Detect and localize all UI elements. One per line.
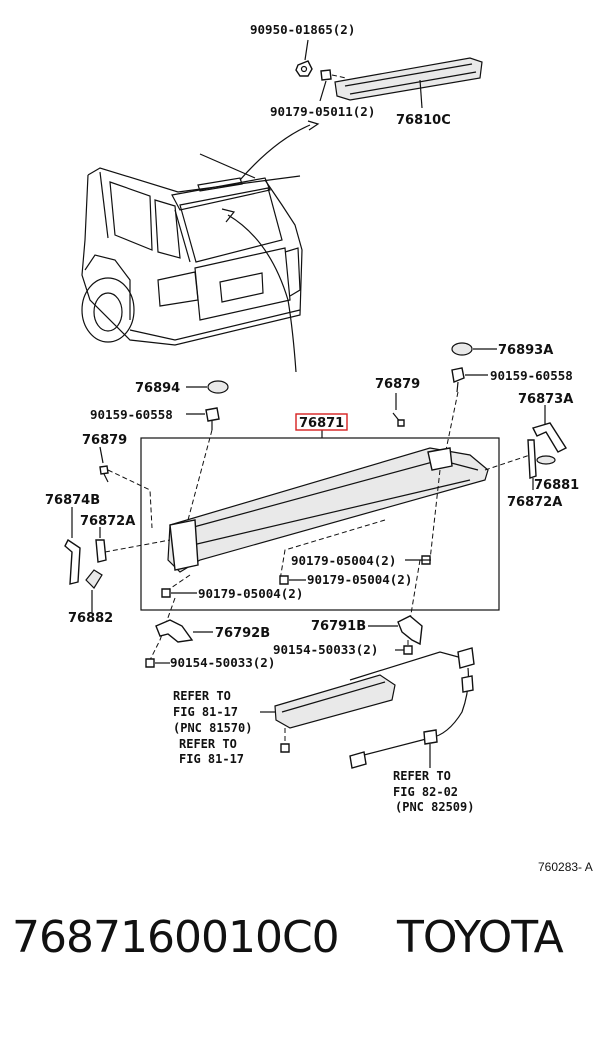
screw-stop-lamp xyxy=(280,743,290,753)
screw-76879-left xyxy=(99,465,109,483)
label-76874B: 76874B xyxy=(45,493,100,508)
cover-strip-76810C xyxy=(334,57,483,101)
clip-76874B xyxy=(64,538,81,585)
exploded-parts-diagram: 90950-01865(2) 90179-05011(2) 76810C 768… xyxy=(45,22,593,874)
svg-text:REFER TO: REFER TO xyxy=(173,689,231,703)
spoiler-76871 xyxy=(167,447,489,573)
label-76879-left: 76879 xyxy=(82,433,127,448)
svg-text:FIG 81-17: FIG 81-17 xyxy=(179,752,244,766)
nut-90950-01865 xyxy=(295,60,313,77)
label-90179-05004-a: 90179-05004(2) xyxy=(291,553,396,568)
clip-90179-05011 xyxy=(320,69,332,81)
label-76894: 76894 xyxy=(135,381,180,396)
clip-90179-05004-b xyxy=(279,575,289,585)
clip-90179-05004-c xyxy=(161,588,171,598)
label-90179-05011: 90179-05011(2) xyxy=(270,104,375,119)
footer: 7687160010C0 TOYOTA xyxy=(0,912,600,982)
screw-90154-50033-left xyxy=(145,658,155,668)
refer-note-3: REFER TO FIG 82-02 (PNC 82509) xyxy=(393,769,474,814)
screw-76879-top xyxy=(392,412,405,427)
screw-90154-50033-right xyxy=(403,645,413,655)
label-90159-60558-left: 90159-60558 xyxy=(90,407,173,422)
bracket-76792B xyxy=(155,619,194,643)
cap-76893A xyxy=(451,342,473,356)
pad-76881 xyxy=(536,455,556,465)
stop-lamp-reference xyxy=(274,674,396,729)
refer-note-1: REFER TO FIG 81-17 (PNC 81570) xyxy=(173,689,252,735)
svg-text:FIG 82-02: FIG 82-02 xyxy=(393,785,458,799)
label-76791B: 76791B xyxy=(311,619,366,634)
brand-name: TOYOTA xyxy=(397,912,564,963)
label-76810C: 76810C xyxy=(396,113,451,128)
part-number: 7687160010C0 xyxy=(12,912,340,963)
label-76879-top: 76879 xyxy=(375,377,420,392)
clip-76872A-right xyxy=(527,439,537,479)
svg-text:(PNC 82509): (PNC 82509) xyxy=(395,800,474,814)
label-90154-50033-right: 90154-50033(2) xyxy=(273,642,378,657)
assembly-box xyxy=(140,437,500,611)
diagram-code: 760283- A xyxy=(538,860,593,874)
svg-text:REFER TO: REFER TO xyxy=(393,769,451,783)
svg-text:REFER TO: REFER TO xyxy=(179,737,237,751)
label-76872A-left: 76872A xyxy=(80,514,135,529)
label-90154-50033-left: 90154-50033(2) xyxy=(170,655,275,670)
pad-76882 xyxy=(85,569,103,589)
label-90179-05004-b: 90179-05004(2) xyxy=(307,572,412,587)
label-90179-05004-c: 90179-05004(2) xyxy=(198,586,303,601)
wire-harness-reference xyxy=(349,647,475,769)
clip-76872A-left xyxy=(95,539,107,563)
label-76871: 76871 xyxy=(299,416,344,431)
cap-76894 xyxy=(207,380,229,394)
refer-note-2: REFER TO FIG 81-17 xyxy=(179,737,244,766)
label-76881: 76881 xyxy=(534,478,579,493)
label-76893A: 76893A xyxy=(498,343,553,358)
label-76882: 76882 xyxy=(68,611,113,626)
label-90950-01865: 90950-01865(2) xyxy=(250,22,355,37)
clip-90159-60558-left xyxy=(205,407,220,430)
label-76872A-right: 76872A xyxy=(507,495,562,510)
clip-76873A xyxy=(531,422,568,453)
svg-text:FIG 81-17: FIG 81-17 xyxy=(173,705,238,719)
clip-90159-60558-right xyxy=(451,367,465,393)
label-90159-60558-right: 90159-60558 xyxy=(490,368,573,383)
bracket-76791B xyxy=(397,615,423,646)
label-76873A: 76873A xyxy=(518,392,573,407)
vehicle-rear-illustration xyxy=(81,153,303,346)
label-76792B: 76792B xyxy=(215,626,270,641)
svg-text:(PNC 81570): (PNC 81570) xyxy=(173,721,252,735)
highlight-box xyxy=(295,413,348,431)
